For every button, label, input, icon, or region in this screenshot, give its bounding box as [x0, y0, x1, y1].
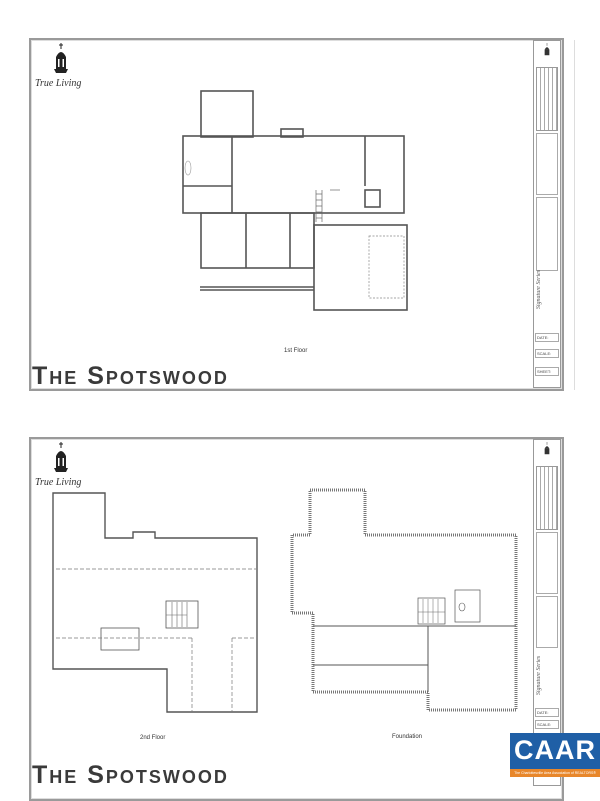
cupola-logo-icon: [54, 43, 68, 73]
cupola-small-icon: [544, 43, 550, 56]
first-floor-plan: [182, 90, 408, 311]
brand-logo-text: True Living: [35, 477, 82, 488]
scale-field: SCALE:: [535, 720, 559, 729]
designer-box: [536, 532, 558, 594]
floor-label-2nd: 2nd Floor: [140, 735, 166, 741]
blank-box: [536, 596, 558, 648]
revision-table: [536, 67, 558, 131]
second-floor-and-foundation-plans: [52, 488, 518, 713]
caar-tagline: The Charlottesville Area Association of …: [510, 769, 600, 777]
date-field: DATE:: [535, 708, 559, 717]
floor-label-foundation: Foundation: [392, 734, 423, 740]
cupola-logo-icon: [54, 442, 68, 472]
series-name: Signature Series: [536, 655, 543, 696]
title-block-1: Signature Series DATE: SCALE: SHEET:: [533, 40, 561, 388]
sheet-title-1: The Spotswood: [32, 362, 229, 390]
caar-logo-text: CAAR: [514, 735, 596, 765]
revision-table: [536, 466, 558, 530]
sheet-right-border: [574, 40, 575, 390]
sheet-field: SHEET:: [535, 367, 559, 376]
cupola-small-icon: [544, 442, 550, 455]
sheet-title-2: The Spotswood: [32, 761, 229, 789]
brand-logo-text: True Living: [35, 78, 82, 89]
floor-label-1st: 1st Floor: [284, 348, 308, 354]
caar-badge: CAAR The Charlottesville Area Associatio…: [510, 733, 600, 777]
floor-plan-sheet-1: [29, 38, 564, 391]
date-field: DATE:: [535, 333, 559, 342]
blank-box: [536, 197, 558, 271]
scale-field: SCALE:: [535, 349, 559, 358]
designer-box: [536, 133, 558, 195]
title-block-2: Signature Series DATE: SCALE:: [533, 439, 561, 786]
